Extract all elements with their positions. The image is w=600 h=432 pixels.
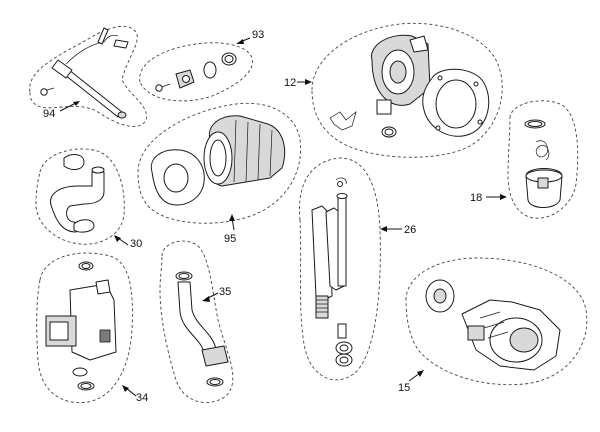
assembly-26-label: 26 bbox=[404, 224, 416, 236]
bent-pipe-part bbox=[175, 271, 229, 387]
manifold-pipe-part bbox=[311, 177, 353, 367]
assembly-34-leader bbox=[125, 387, 137, 397]
assembly-30-outline bbox=[35, 148, 125, 245]
fan-housing-part bbox=[329, 34, 490, 138]
igniter-part bbox=[524, 119, 563, 208]
assembly-15-leader bbox=[408, 372, 421, 382]
flexible-hose-part bbox=[50, 154, 105, 233]
assembly-95-outline bbox=[137, 102, 302, 224]
assembly-95[interactable]: 95 bbox=[137, 102, 302, 245]
assembly-94[interactable]: 94 bbox=[29, 25, 147, 127]
fan-motor-part bbox=[425, 279, 561, 371]
assembly-94-label: 94 bbox=[43, 108, 55, 120]
assembly-18-label: 18 bbox=[470, 192, 482, 204]
assembly-35[interactable]: 35 bbox=[159, 240, 234, 403]
assembly-34[interactable]: 34 bbox=[36, 252, 149, 404]
sensor-probe-part bbox=[40, 27, 129, 119]
assembly-12-outline bbox=[311, 22, 503, 158]
assembly-26[interactable]: 26 bbox=[298, 157, 416, 381]
assembly-15-outline bbox=[405, 257, 588, 386]
assembly-12[interactable]: 12 bbox=[284, 22, 503, 158]
assembly-30[interactable]: 30 bbox=[35, 148, 142, 250]
burner-tube-part bbox=[150, 115, 286, 206]
assembly-95-label: 95 bbox=[224, 233, 236, 245]
assembly-18-outline bbox=[507, 100, 579, 219]
assembly-12-label: 12 bbox=[284, 77, 296, 89]
assembly-34-outline bbox=[36, 252, 133, 404]
assembly-15[interactable]: 15 bbox=[398, 257, 588, 394]
assembly-30-label: 30 bbox=[130, 238, 142, 250]
assembly-34-label: 34 bbox=[136, 392, 148, 404]
assembly-93-label: 93 bbox=[252, 29, 264, 41]
assembly-93[interactable]: 93 bbox=[139, 29, 265, 102]
assembly-26-outline bbox=[298, 157, 381, 381]
assembly-94-outline bbox=[29, 25, 147, 127]
assembly-18[interactable]: 18 bbox=[470, 100, 579, 219]
assembly-15-label: 15 bbox=[398, 382, 410, 394]
gas-valve-part bbox=[45, 261, 117, 391]
assembly-35-label: 35 bbox=[219, 286, 231, 298]
assembly-94-leader bbox=[59, 102, 77, 112]
burner-plate-parts bbox=[155, 52, 237, 92]
assembly-93-outline bbox=[139, 42, 253, 102]
assembly-35-outline bbox=[159, 240, 234, 403]
